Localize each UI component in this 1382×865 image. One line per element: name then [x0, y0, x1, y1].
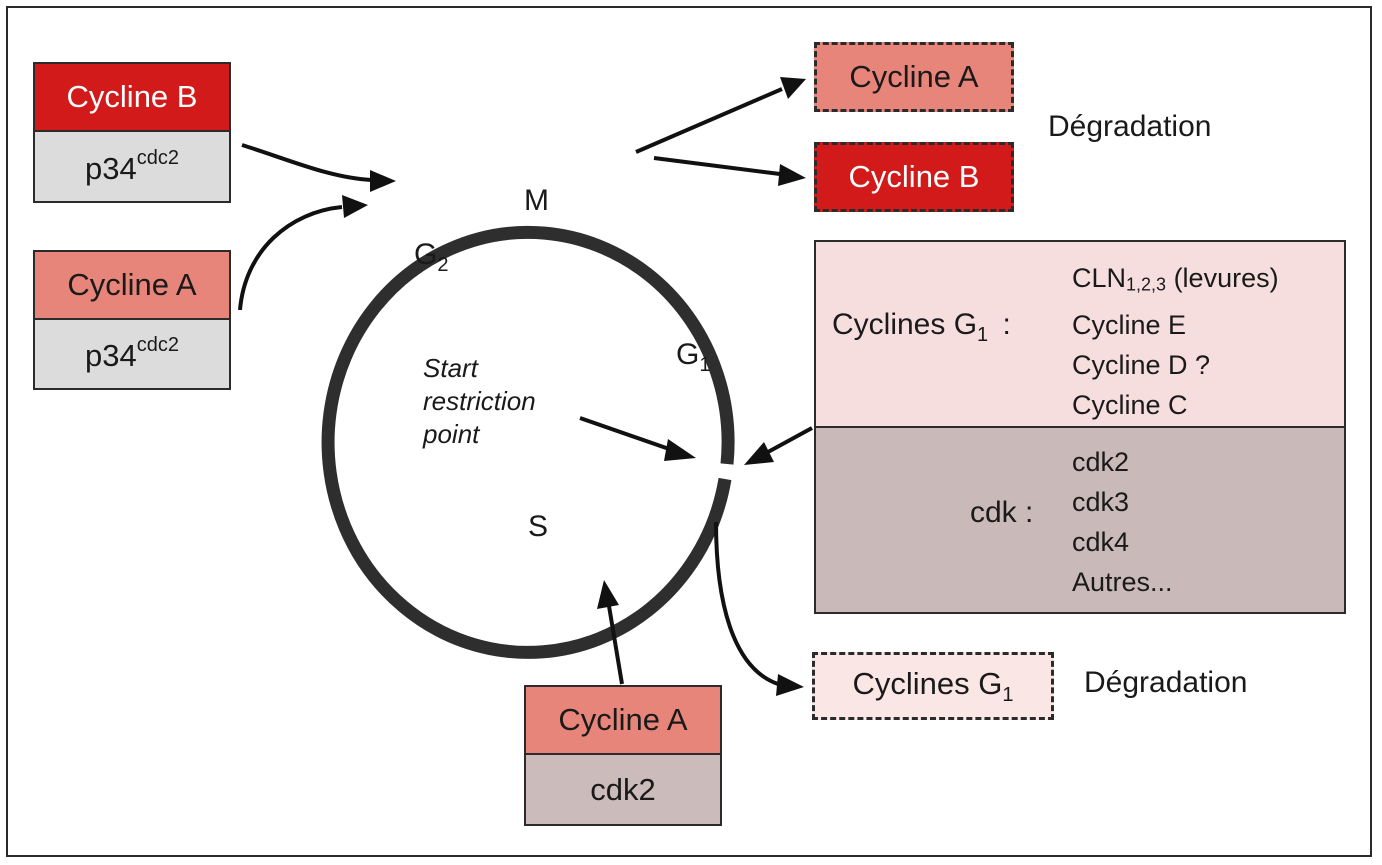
complex-cyclina-p34: Cycline A p34cdc2 [33, 250, 231, 390]
p34-cell: p34cdc2 [35, 132, 229, 201]
list-item: cdk2 [1072, 447, 1130, 477]
arrow-cyclina-to-g2 [238, 205, 343, 311]
arrow-cyclina-cdk2-to-s-head [597, 580, 619, 609]
figure-frame [6, 6, 1372, 857]
degraded-g1-cyclins-label: Cyclines G1 [852, 665, 1014, 706]
list-item: cdk3 [1072, 487, 1130, 517]
phase-m: M [524, 184, 549, 217]
degradation-label-m: Dégradation [1048, 110, 1212, 143]
list-item: Cycline D ? [1072, 349, 1211, 380]
phase-g2: G2 [414, 238, 449, 276]
p34-cell: p34cdc2 [35, 320, 229, 388]
arrow-cyclinb-to-g2 [241, 143, 373, 182]
arrow-m-to-cyclinb-head [778, 164, 806, 186]
degraded-cyclina: Cycline A [814, 42, 1014, 112]
g1-cyclins-list: CLN1,2,3 (levures) Cycline E Cycline D ?… [1072, 258, 1279, 425]
list-item: Cycline E [1072, 309, 1187, 340]
list-item: Cycline C [1072, 389, 1188, 420]
degraded-g1-cyclins: Cyclines G1 [812, 652, 1054, 720]
g1-panel: Cyclines G1 : CLN1,2,3 (levures) Cycline… [814, 240, 1346, 614]
degraded-cyclina-label: Cycline A [849, 59, 979, 94]
degraded-cyclinb-label: Cycline B [848, 159, 980, 194]
restriction-line-3: point [423, 419, 480, 449]
restriction-line-1: Start [423, 353, 478, 383]
restriction-point-label: Start restriction point [423, 352, 536, 451]
arrow-cyclinb-to-g2-head [370, 170, 396, 192]
cyclinb-label: Cycline B [66, 79, 198, 114]
complex-cyclinb-p34: Cycline B p34cdc2 [33, 62, 231, 203]
phase-g1: G1 [676, 338, 711, 376]
g1-cdk-list: cdk2 cdk3 cdk4 Autres... [1072, 442, 1173, 602]
phase-s: S [528, 510, 549, 543]
cyclina-label: Cycline A [558, 702, 688, 737]
g1-cyclins-heading: Cyclines G1 : [832, 308, 1011, 346]
restriction-line-2: restriction [423, 386, 536, 416]
arrow-panel-to-gap [767, 426, 813, 454]
g1-cdk-section: cdk : cdk2 cdk3 cdk4 Autres... [816, 428, 1344, 612]
list-item: CLN1,2,3 (levures) [1072, 263, 1279, 295]
arrow-gap-to-degradation [714, 521, 779, 686]
g1-cyclins-section: Cyclines G1 : CLN1,2,3 (levures) Cycline… [816, 242, 1344, 428]
cyclina-cell: Cycline A [526, 687, 720, 755]
arrow-m-to-cyclina [635, 87, 783, 154]
cell-cycle-ring [321, 225, 735, 659]
g1-cdk-heading: cdk : [970, 496, 1034, 529]
arrow-cyclina-cdk2-to-s [607, 605, 624, 685]
arrow-restriction-point-head [664, 439, 696, 461]
arrow-restriction-point [579, 416, 673, 452]
list-item: Autres... [1072, 567, 1173, 597]
arrow-m-to-cyclina-head [780, 77, 806, 99]
p34-label: p34cdc2 [85, 146, 179, 186]
complex-cyclina-cdk2: Cycline A cdk2 [524, 685, 722, 826]
p34-label: p34cdc2 [85, 334, 179, 373]
list-item: cdk4 [1072, 527, 1130, 557]
cdk2-cell: cdk2 [526, 755, 720, 824]
arrow-gap-to-degradation-head [776, 674, 804, 696]
cyclina-label: Cycline A [67, 267, 197, 302]
cyclina-cell: Cycline A [35, 252, 229, 320]
arrow-panel-to-gap-head [744, 442, 774, 465]
degradation-label-g1: Dégradation [1084, 666, 1248, 699]
arrow-m-to-cyclinb [653, 156, 781, 176]
degraded-cyclinb: Cycline B [814, 142, 1014, 212]
cyclinb-cell: Cycline B [35, 64, 229, 132]
arrow-cyclina-to-g2-head [342, 195, 368, 218]
cdk2-label: cdk2 [590, 771, 656, 807]
